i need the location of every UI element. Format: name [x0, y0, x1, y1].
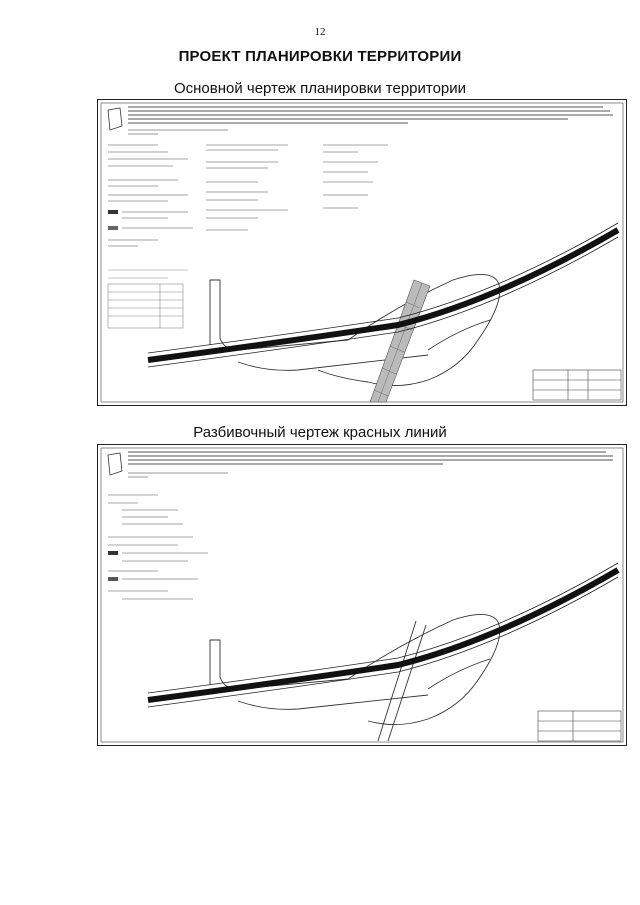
- red-lines-drawing: [100, 447, 624, 743]
- drawing-caption-red-lines: Разбивочный чертеж красных линий: [193, 424, 447, 441]
- drawing-sheet-main-plan: [97, 99, 627, 406]
- drawing-caption-main-plan: Основной чертеж планировки территории: [173, 80, 467, 97]
- page-number: 12: [314, 26, 326, 38]
- emblem-icon: [107, 452, 123, 476]
- drawing-sheet-red-lines: [97, 444, 627, 746]
- emblem-icon: [107, 107, 123, 131]
- main-plan-drawing: [100, 102, 624, 403]
- page-title: ПРОЕКТ ПЛАНИРОВКИ ТЕРРИТОРИИ: [178, 48, 462, 65]
